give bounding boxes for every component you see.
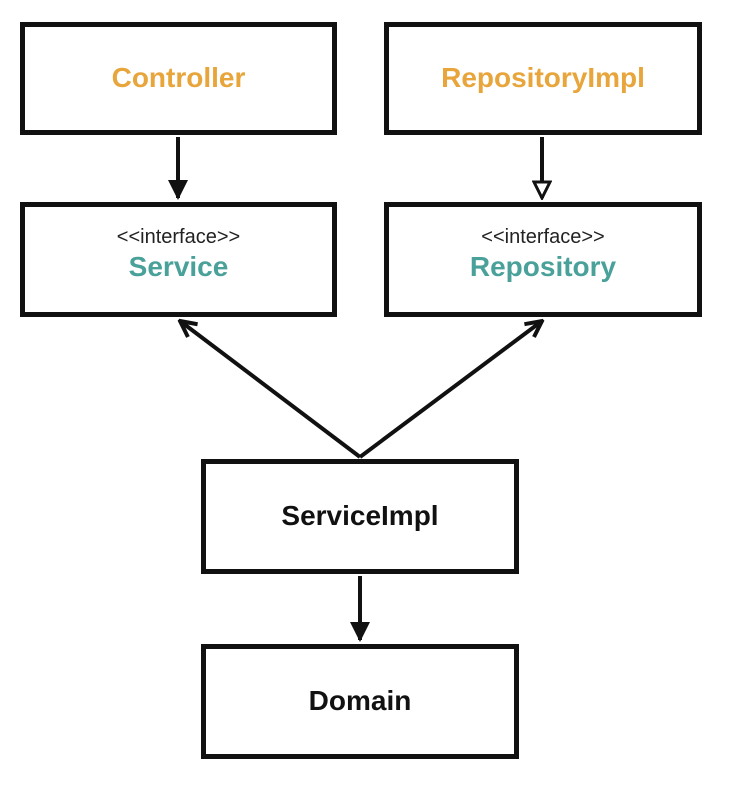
repository-interface-node: <<interface>> Repository xyxy=(384,202,702,317)
controller-node: Controller xyxy=(20,22,337,135)
repository-label: Repository xyxy=(469,251,617,283)
service-interface-node: <<interface>> Service xyxy=(20,202,337,317)
controller-label: Controller xyxy=(111,62,246,94)
service-label: Service xyxy=(128,251,229,283)
repository-impl-label: RepositoryImpl xyxy=(441,62,645,94)
service-impl-label: ServiceImpl xyxy=(281,500,439,532)
domain-node: Domain xyxy=(201,644,519,759)
service-stereotype: <<interface>> xyxy=(116,226,241,249)
edge-serviceimpl-to-repository xyxy=(358,321,542,459)
repository-impl-node: RepositoryImpl xyxy=(384,22,702,135)
repository-stereotype: <<interface>> xyxy=(481,226,605,249)
edge-serviceimpl-to-service xyxy=(180,321,362,459)
service-impl-node: ServiceImpl xyxy=(201,459,519,574)
domain-label: Domain xyxy=(308,685,412,717)
